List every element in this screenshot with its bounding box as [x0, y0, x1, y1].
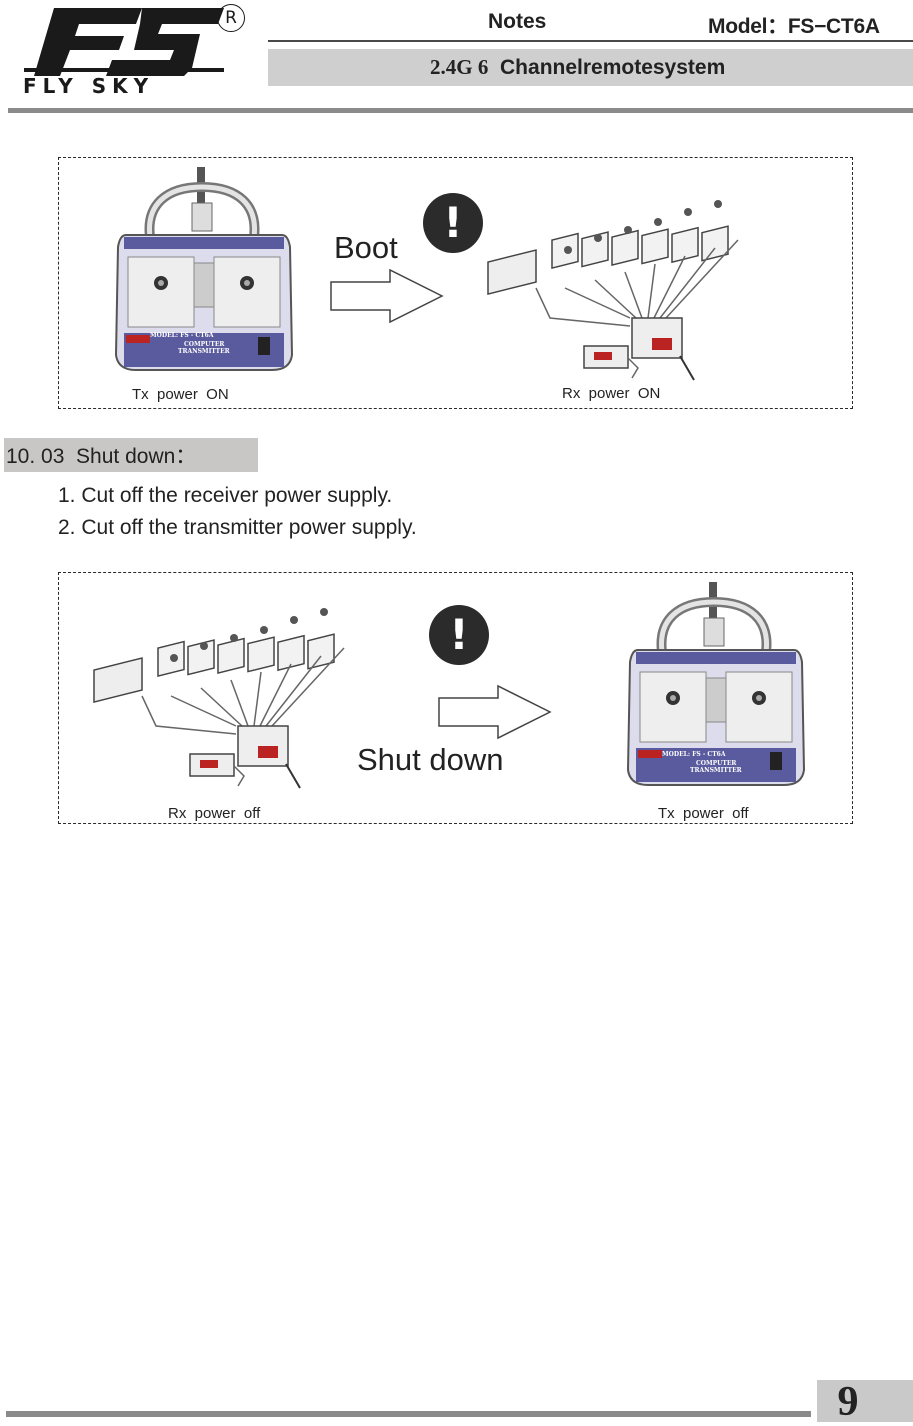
shutdown-label: Shut down — [357, 742, 504, 777]
footer-rule — [6, 1411, 811, 1417]
panel-model-label: MODEL: FS - CT6A — [150, 332, 214, 339]
panel-title-2: TRANSMITTER — [690, 767, 742, 774]
section-heading-shut-down: 10. 03 Shut down： — [4, 438, 258, 472]
arrow-right-icon — [330, 268, 444, 324]
page-number: 9 — [837, 1379, 859, 1425]
panel-title-1: COMPUTER — [184, 341, 225, 348]
header-banner: 2.4G 6 Channelremotesystem — [268, 49, 913, 86]
panel-model-label: MODEL: FS - CT6A — [662, 751, 726, 758]
step-2: 2. Cut off the transmitter power supply. — [58, 516, 417, 539]
flysky-logo: FLY SKY R — [18, 4, 253, 98]
receiver-servo-illustration — [487, 200, 739, 381]
panel-title-1: COMPUTER — [696, 760, 737, 767]
header-notes: Notes — [488, 10, 547, 33]
transmitter-illustration — [114, 167, 294, 371]
header-divider — [268, 40, 913, 42]
figure-boot — [58, 157, 853, 409]
header-rule — [8, 108, 913, 113]
warning-icon: ! — [429, 605, 489, 665]
tx-power-off-caption: Tx power off — [658, 805, 749, 822]
fs-logo-mark-icon — [24, 8, 224, 76]
rx-power-on-caption: Rx power ON — [562, 385, 661, 402]
banner-text: Channelremotesystem — [500, 56, 726, 79]
figure-shutdown — [58, 572, 853, 824]
panel-title-2: TRANSMITTER — [178, 348, 230, 355]
arrow-right-icon — [438, 684, 552, 740]
step-1: 1. Cut off the receiver power supply. — [58, 484, 393, 507]
warning-icon: ! — [423, 193, 483, 253]
page-number-box — [817, 1380, 913, 1422]
receiver-servo-illustration — [93, 608, 345, 789]
boot-label: Boot — [334, 230, 398, 265]
transmitter-illustration — [626, 582, 806, 786]
registered-mark: R — [217, 4, 245, 32]
rx-power-off-caption: Rx power off — [168, 805, 261, 822]
header-model: Model：FS−CT6A — [708, 15, 880, 38]
logo-text: FLY SKY — [23, 74, 155, 98]
tx-power-on-caption: Tx power ON — [132, 386, 229, 403]
banner-frequency: 2.4G 6 — [430, 55, 489, 79]
